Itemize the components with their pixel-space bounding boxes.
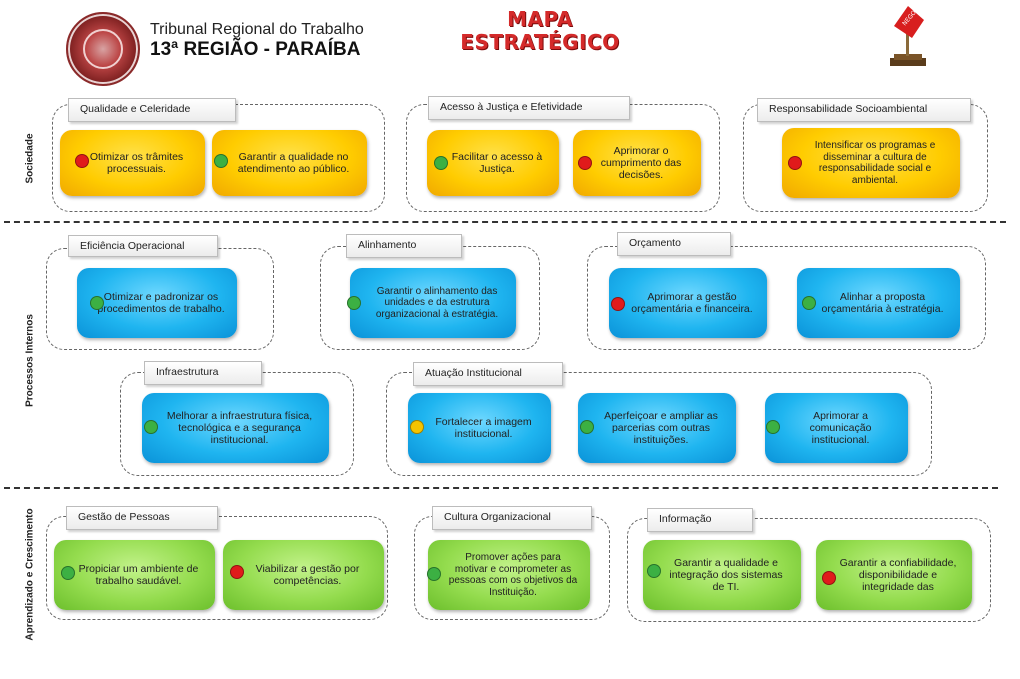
- status-indicator-green: [90, 296, 104, 310]
- status-indicator-green: [580, 420, 594, 434]
- page-title: MAPA ESTRATÉGICO: [440, 8, 640, 54]
- objective-text: Aprimorar a gestão orçamentária e financ…: [631, 291, 753, 315]
- status-indicator-red: [578, 156, 592, 170]
- status-indicator-green: [647, 564, 661, 578]
- group-title: Gestão de Pessoas: [66, 506, 218, 530]
- objective-text: Aprimorar o cumprimento das decisões.: [600, 145, 682, 181]
- title-line-2: ESTRATÉGICO: [460, 30, 620, 54]
- flag-icon: NEGO: [890, 6, 926, 66]
- status-indicator-red: [611, 297, 625, 311]
- objective-card[interactable]: Promover ações para motivar e compromete…: [428, 540, 590, 610]
- group-title: Alinhamento: [346, 234, 462, 258]
- status-indicator-red: [788, 156, 802, 170]
- objective-card[interactable]: Facilitar o acesso à Justiça.: [427, 130, 559, 196]
- group-title: Eficiência Operacional: [68, 235, 218, 257]
- status-indicator-green: [214, 154, 228, 168]
- objective-card[interactable]: Otimizar e padronizar os procedimentos d…: [77, 268, 237, 338]
- org-region: 13ª REGIÃO - PARAÍBA: [150, 39, 361, 60]
- group-title: Cultura Organizacional: [432, 506, 592, 530]
- objective-text: Propiciar um ambiente de trabalho saudáv…: [78, 563, 199, 587]
- group-title: Infraestrutura: [144, 361, 262, 385]
- status-indicator-green: [434, 156, 448, 170]
- status-indicator-green: [766, 420, 780, 434]
- objective-card[interactable]: Garantir a qualidade e integração dos si…: [643, 540, 801, 610]
- group-title: Responsabilidade Socioambiental: [757, 98, 971, 122]
- objective-text: Alinhar a proposta orçamentária à estrat…: [821, 291, 944, 315]
- objective-card[interactable]: Intensificar os programas e disseminar a…: [782, 128, 960, 198]
- status-indicator-yellow: [410, 420, 424, 434]
- objective-card[interactable]: Aprimorar a gestão orçamentária e financ…: [609, 268, 767, 338]
- row-divider: [4, 487, 998, 489]
- objective-card[interactable]: Melhorar a infraestrutura física, tecnol…: [142, 393, 329, 463]
- tribunal-seal-logo: [66, 12, 140, 86]
- status-indicator-red: [822, 571, 836, 585]
- objective-card[interactable]: Propiciar um ambiente de trabalho saudáv…: [54, 540, 215, 610]
- objective-text: Otimizar os trâmites processuais.: [89, 151, 184, 175]
- row-label-sociedade: Sociedade: [24, 133, 36, 184]
- objective-card[interactable]: Aprimorar o cumprimento das decisões.: [573, 130, 701, 196]
- objective-text: Intensificar os programas e disseminar a…: [814, 140, 936, 186]
- status-indicator-green: [61, 566, 75, 580]
- group-informacao: [627, 518, 991, 622]
- group-title: Orçamento: [617, 232, 731, 256]
- objective-card[interactable]: Aperfeiçoar e ampliar as parcerias com o…: [578, 393, 736, 463]
- objective-text: Garantir a qualidade e integração dos si…: [669, 557, 783, 593]
- status-indicator-green: [802, 296, 816, 310]
- row-label-processos: Processos Internos: [24, 314, 36, 407]
- objective-text: Viabilizar a gestão por competências.: [255, 563, 360, 587]
- group-title: Informação: [647, 508, 753, 532]
- group-title: Qualidade e Celeridade: [68, 98, 236, 122]
- objective-text: Garantir o alinhamento das unidades e da…: [375, 285, 499, 320]
- group-title: Atuação Institucional: [413, 362, 563, 386]
- status-indicator-red: [75, 154, 89, 168]
- row-label-aprendizado: Aprendizado e Crescimento: [24, 508, 36, 641]
- title-line-1: MAPA: [507, 7, 573, 31]
- objective-text: Otimizar e padronizar os procedimentos d…: [97, 291, 225, 315]
- status-indicator-green: [427, 567, 441, 581]
- objective-text: Promover ações para motivar e compromete…: [448, 552, 578, 598]
- group-title: Acesso à Justiça e Efetividade: [428, 96, 630, 120]
- objective-card[interactable]: Fortalecer a imagem institucional.: [408, 393, 551, 463]
- objective-card[interactable]: Viabilizar a gestão por competências.: [223, 540, 384, 610]
- org-name: Tribunal Regional do Trabalho: [150, 21, 364, 38]
- objective-card[interactable]: Aprimorar a comunicação institucional.: [765, 393, 908, 463]
- objective-text: Aperfeiçoar e ampliar as parcerias com o…: [604, 410, 718, 446]
- objective-text: Garantir a qualidade no atendimento ao p…: [237, 151, 350, 175]
- objective-text: Fortalecer a imagem institucional.: [435, 416, 532, 440]
- objective-text: Melhorar a infraestrutura física, tecnol…: [166, 410, 313, 446]
- objective-text: Facilitar o acesso à Justiça.: [451, 151, 543, 175]
- objective-card[interactable]: Garantir o alinhamento das unidades e da…: [350, 268, 516, 338]
- objective-text: Garantir a confiabilidade, disponibilida…: [839, 557, 957, 593]
- objective-card[interactable]: Alinhar a proposta orçamentária à estrat…: [797, 268, 960, 338]
- group-atuacao: [386, 372, 932, 476]
- status-indicator-red: [230, 565, 244, 579]
- group-orcamento: [587, 246, 986, 350]
- status-indicator-green: [347, 296, 361, 310]
- row-divider: [4, 221, 1006, 223]
- status-indicator-green: [144, 420, 158, 434]
- objective-card[interactable]: Garantir a confiabilidade, disponibilida…: [816, 540, 972, 610]
- objective-card[interactable]: Garantir a qualidade no atendimento ao p…: [212, 130, 367, 196]
- objective-text: Aprimorar a comunicação institucional.: [809, 410, 872, 446]
